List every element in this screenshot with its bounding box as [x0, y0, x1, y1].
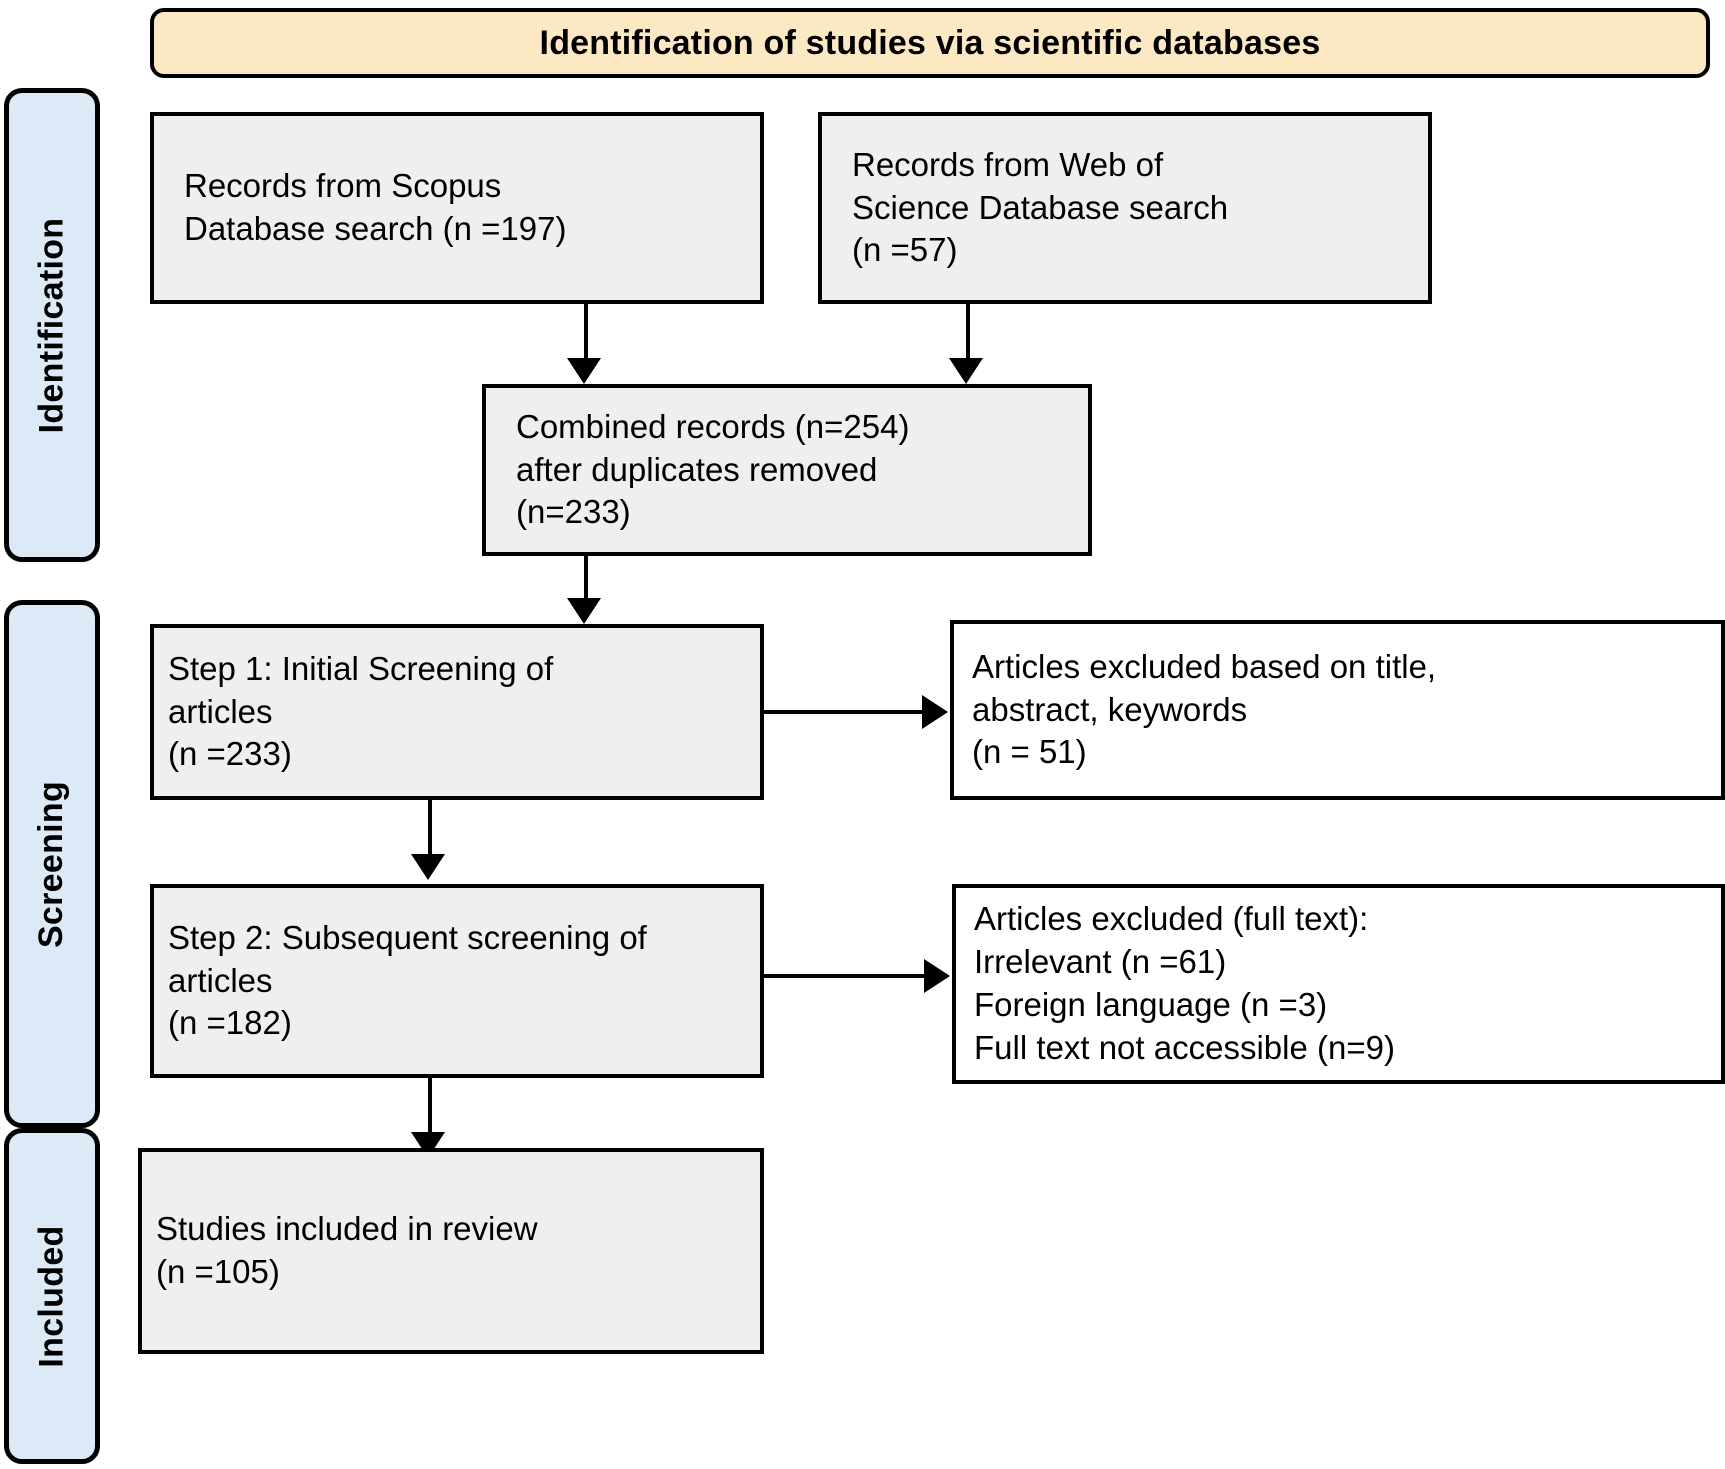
connector-wos-to-combined-line — [966, 304, 970, 360]
stage-label-included: Included — [4, 1128, 100, 1464]
node-web-of-science-records-text: Records from Web of Science Database sea… — [852, 145, 1229, 269]
node-articles-excluded-full-text: Articles excluded (full text): Irrelevan… — [952, 884, 1725, 1084]
connector-step2-to-included-line — [428, 1078, 432, 1134]
connector-step2-to-excluded2-arrowhead — [924, 959, 950, 993]
connector-step1-to-excluded1-arrowhead — [922, 695, 948, 729]
node-step1-initial-screening: Step 1: Initial Screening of articles (n… — [150, 624, 764, 800]
stage-label-screening: Screening — [4, 600, 100, 1128]
node-scopus-records-text: Records from Scopus Database search (n =… — [184, 167, 567, 247]
node-articles-excluded-full-text-text: Articles excluded (full text): Irrelevan… — [974, 900, 1395, 1066]
connector-scopus-to-combined-line — [584, 304, 588, 360]
diagram-title: Identification of studies via scientific… — [539, 23, 1321, 62]
node-studies-included-in-review-text: Studies included in review (n =105) — [156, 1210, 538, 1290]
node-scopus-records: Records from Scopus Database search (n =… — [150, 112, 764, 304]
connector-step1-to-step2-line — [428, 800, 432, 856]
connector-combined-to-step1-arrowhead — [567, 598, 601, 624]
connector-step1-to-excluded1-line — [764, 710, 924, 714]
stage-label-identification: Identification — [4, 88, 100, 562]
stage-label-identification-text: Identification — [32, 217, 71, 433]
stage-label-screening-text: Screening — [32, 780, 71, 948]
node-articles-excluded-title-abstract: Articles excluded based on title, abstra… — [950, 620, 1725, 800]
connector-step1-to-step2-arrowhead — [411, 854, 445, 880]
node-articles-excluded-title-abstract-text: Articles excluded based on title, abstra… — [972, 647, 1437, 771]
node-step1-initial-screening-text: Step 1: Initial Screening of articles (n… — [168, 649, 554, 773]
node-step2-subsequent-screening: Step 2: Subsequent screening of articles… — [150, 884, 764, 1078]
connector-step2-to-excluded2-line — [764, 974, 926, 978]
node-combined-records-text: Combined records (n=254) after duplicate… — [516, 407, 910, 531]
stage-label-included-text: Included — [32, 1224, 71, 1368]
node-step2-subsequent-screening-text: Step 2: Subsequent screening of articles… — [168, 918, 647, 1042]
node-studies-included-in-review: Studies included in review (n =105) — [138, 1148, 764, 1354]
node-web-of-science-records: Records from Web of Science Database sea… — [818, 112, 1432, 304]
connector-scopus-to-combined-arrowhead — [567, 358, 601, 384]
node-combined-records: Combined records (n=254) after duplicate… — [482, 384, 1092, 556]
diagram-title-banner: Identification of studies via scientific… — [150, 8, 1710, 78]
connector-combined-to-step1-line — [584, 556, 588, 600]
connector-wos-to-combined-arrowhead — [949, 358, 983, 384]
